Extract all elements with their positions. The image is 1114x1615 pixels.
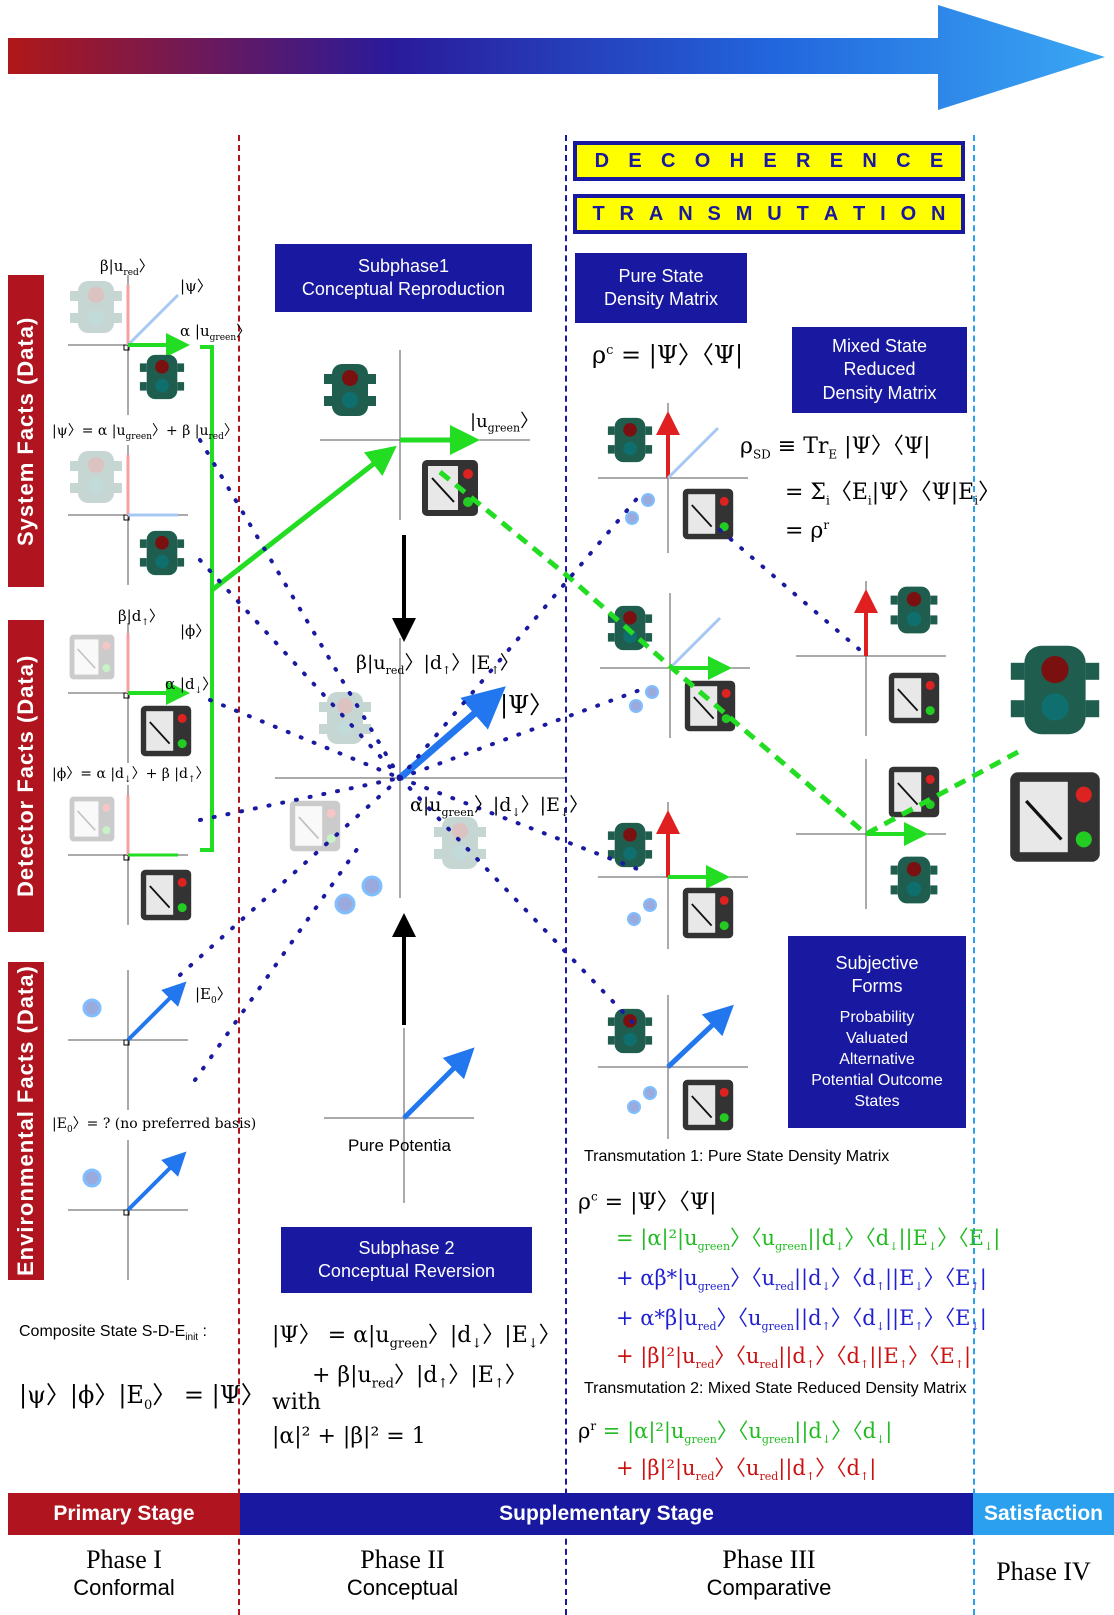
- phase-3-title: Phase III: [722, 1545, 816, 1574]
- psi-full-line2: + β|ured〉|d↑〉|E↑〉: [312, 1363, 527, 1392]
- process-arrow: [8, 5, 1105, 110]
- psi-center-label: |Ψ〉: [500, 691, 554, 719]
- satisfaction-stage: Satisfaction: [973, 1493, 1114, 1535]
- e0-question-label: |E0〉= ? (no preferred basis): [52, 1116, 257, 1135]
- alpha-d-label: α |d↓〉: [165, 675, 218, 696]
- divider-phase2: [565, 135, 567, 1615]
- divider-phase1: [238, 135, 240, 1615]
- t1-line3: + α*β|ured〉〈ugreen||d↑〉〈d↓||E↑〉〈E↓|: [616, 1306, 987, 1334]
- rho-sd-line2: = Σi〈Ei|Ψ〉〈Ψ|Ei〉: [785, 480, 1001, 508]
- t2-line0: ρr = |α|²|ugreen〉〈ugreen||d↓〉〈d↓|: [578, 1419, 893, 1447]
- diagram-graphics: [67, 274, 1102, 1281]
- composite-equation: |ψ〉|ϕ〉|E0〉 = |Ψ〉: [19, 1381, 265, 1413]
- divider-phase3: [973, 135, 975, 1615]
- phase-1: Phase I Conformal: [8, 1545, 240, 1615]
- phase-3-sub: Comparative: [706, 1575, 832, 1600]
- phase-1-sub: Conformal: [73, 1575, 175, 1600]
- psi-full-line1: |Ψ〉 = α|ugreen〉|d↓〉|E↓〉: [272, 1323, 561, 1352]
- phase-2-title: Phase II: [360, 1545, 445, 1574]
- alpha-ugreen-label: α |ugreen〉: [180, 322, 252, 343]
- composite-label: Composite State S-D-Einit :: [19, 1323, 207, 1344]
- ugreen-top-label: |ugreen〉: [470, 411, 539, 435]
- psi-ket-label: |ψ〉: [180, 277, 212, 295]
- supplementary-stage: Supplementary Stage: [240, 1493, 973, 1535]
- phase-2-sub: Conceptual: [346, 1575, 459, 1600]
- t1-line1: = |α|²|ugreen〉〈ugreen||d↓〉〈d↓||E↓〉〈E↓|: [616, 1226, 1001, 1254]
- pure-potentia-label: Pure Potentia: [348, 1136, 452, 1155]
- phase-4: Phase IV: [973, 1545, 1114, 1615]
- phase-3: Phase III Comparative: [565, 1545, 973, 1615]
- psi-definition: |ψ〉= α |ugreen〉+ β |ured〉: [52, 423, 238, 442]
- phi-definition: |ϕ〉= α |d↓〉+ β |d↑〉: [52, 766, 210, 785]
- normalization: |α|² + |β|² = 1: [272, 1424, 426, 1449]
- beta-center-label: β|ured〉|d↑〉|E↑〉: [356, 652, 519, 677]
- with-label: with: [272, 1390, 321, 1415]
- phase-2: Phase II Conceptual: [240, 1545, 565, 1615]
- primary-stage: Primary Stage: [8, 1493, 240, 1535]
- rho-sd-line1: ρSD ≡ TrE |Ψ〉〈Ψ|: [740, 434, 931, 462]
- t1-line4: + |β|²|ured〉〈ured||d↑〉〈d↑||E↑〉〈E↑|: [616, 1344, 972, 1372]
- rho-c-equation: ρc = |Ψ〉〈Ψ|: [592, 341, 744, 369]
- transmutation2-title: Transmutation 2: Mixed State Reduced Den…: [584, 1380, 967, 1397]
- t1-line2: + αβ*|ugreen〉〈ured||d↓〉〈d↑||E↓〉〈E↑|: [616, 1266, 987, 1294]
- phase-1-title: Phase I: [86, 1545, 162, 1574]
- phi-ket-label: |ϕ〉: [180, 622, 211, 640]
- transmutation1-title: Transmutation 1: Pure State Density Matr…: [584, 1148, 890, 1165]
- rho-sd-line3: = ρr: [785, 518, 830, 544]
- beta-d-label: β|d↑〉: [118, 607, 164, 628]
- phase-4-title: Phase IV: [996, 1557, 1091, 1586]
- beta-ured-label: β|ured〉: [100, 257, 154, 278]
- t1-line0: ρc = |Ψ〉〈Ψ|: [578, 1189, 717, 1215]
- e0-ket-label: |E0〉: [195, 985, 232, 1006]
- alpha-center-label: α|ugreen〉|d↓〉|E↓〉: [410, 794, 589, 819]
- t2-line1: + |β|²|ured〉〈ured||d↑〉〈d↑|: [616, 1456, 877, 1484]
